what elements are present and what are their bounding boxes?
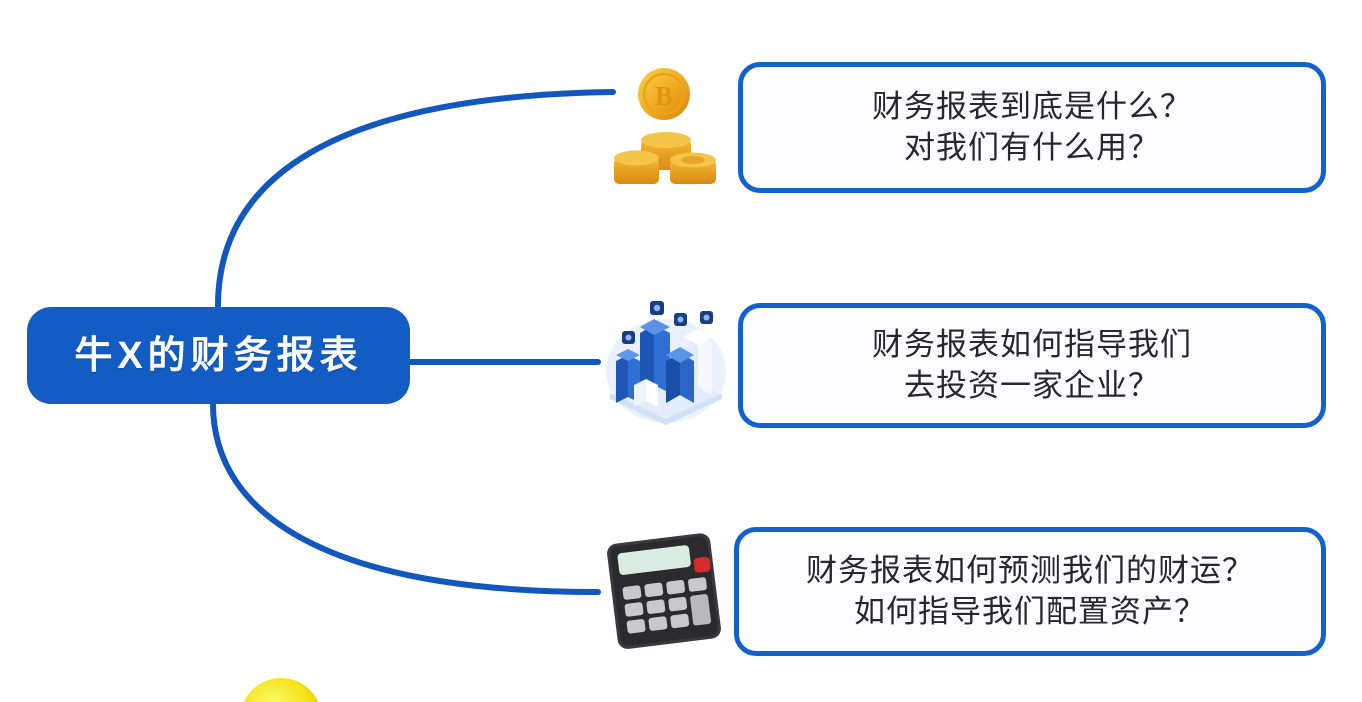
- yellow-coin-partial-icon: [243, 678, 319, 702]
- center-node-label: 牛X的财务报表: [74, 334, 363, 377]
- branch-box-2[interactable]: 财务报表如何指导我们 去投资一家企业？: [738, 303, 1326, 428]
- calculator-icon: [602, 528, 728, 654]
- branch-box-2-line-2: 去投资一家企业？: [904, 367, 1160, 403]
- connector-curve-up: [215, 89, 616, 309]
- branch-box-1-line-1: 财务报表到底是什么？: [872, 88, 1192, 124]
- branch-box-1[interactable]: 财务报表到底是什么？ 对我们有什么用？: [738, 62, 1326, 193]
- connector-curve-down: [210, 401, 601, 595]
- branch-box-1-line-2: 对我们有什么用？: [904, 129, 1160, 165]
- branch-box-2-line-1: 财务报表如何指导我们: [872, 326, 1192, 362]
- isometric-city-buildings-icon: [602, 299, 730, 431]
- branch-box-3-line-1: 财务报表如何预测我们的财运？: [806, 552, 1254, 588]
- center-node[interactable]: 牛X的财务报表: [27, 307, 410, 404]
- branch-box-3-line-2: 如何指导我们配置资产？: [854, 593, 1206, 629]
- branch-box-3[interactable]: 财务报表如何预测我们的财运？ 如何指导我们配置资产？: [734, 527, 1326, 656]
- svg-text:B: B: [655, 81, 673, 111]
- gold-coins-bitcoin-icon: B: [608, 62, 726, 194]
